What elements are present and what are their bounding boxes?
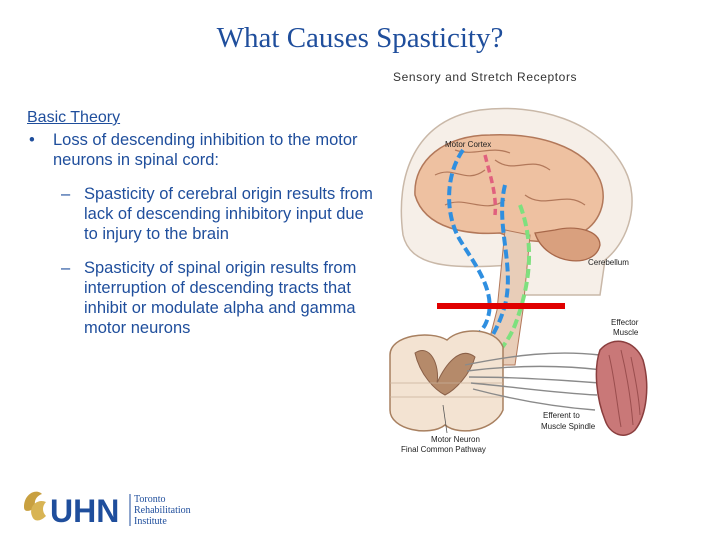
slide-title: What Causes Spasticity? — [216, 22, 504, 54]
gray-matter — [414, 350, 476, 396]
uhn-logo-svg: UHN Toronto Rehabilitation Institute — [24, 491, 191, 529]
logo-leaf-icon — [24, 491, 42, 511]
bullet-text: Loss of descending inhibition to the mot… — [53, 131, 358, 169]
effector-muscle — [595, 340, 648, 436]
logo-line-1: Toronto — [134, 494, 166, 505]
logo-line-2: Rehabilitation — [134, 505, 191, 516]
neuro-diagram: Sensory and Stretch Receptors Motor Cort… — [385, 65, 665, 465]
label-effector-muscle: Muscle — [613, 328, 639, 337]
label-muscle-spindle: Muscle Spindle — [541, 422, 596, 431]
bullet-mark: • — [29, 131, 35, 149]
section-heading: Basic Theory — [27, 109, 121, 126]
label-efferent: Efferent to — [543, 411, 580, 420]
nerve-fibers — [464, 352, 604, 411]
label-motor-neuron: Motor Neuron — [431, 435, 480, 444]
subpoint-item: – Spasticity of cerebral origin results … — [27, 184, 377, 244]
label-motor-cortex: Motor Cortex — [445, 140, 491, 149]
bullet-item: • Loss of descending inhibition to the m… — [27, 130, 377, 170]
label-cerebellum: Cerebellum — [588, 258, 629, 267]
logo-wordmark: UHN — [50, 493, 119, 529]
subpoint-text: Spasticity of cerebral origin results fr… — [84, 185, 373, 243]
figure-caption: Sensory and Stretch Receptors — [393, 70, 577, 84]
dash-mark: – — [61, 185, 71, 203]
dash-mark: – — [61, 259, 71, 277]
slide-content: Basic Theory • Loss of descending inhibi… — [27, 108, 377, 338]
cerebellum-shape — [534, 227, 601, 262]
label-final-pathway: Final Common Pathway — [401, 445, 486, 454]
brain-shape — [414, 134, 604, 243]
logo-line-3: Institute — [134, 516, 167, 527]
uhn-logo: UHN Toronto Rehabilitation Institute — [18, 482, 228, 532]
pathway-pink — [483, 154, 498, 216]
brain-folds — [434, 149, 586, 207]
lesion-bar — [437, 303, 565, 309]
neuro-diagram-svg: Sensory and Stretch Receptors Motor Cort… — [389, 70, 648, 454]
label-effector: Effector — [611, 318, 639, 327]
subpoint-item: – Spasticity of spinal origin results fr… — [27, 258, 377, 338]
muscle-striations — [608, 349, 641, 428]
subpoint-text: Spasticity of spinal origin results from… — [84, 259, 357, 337]
